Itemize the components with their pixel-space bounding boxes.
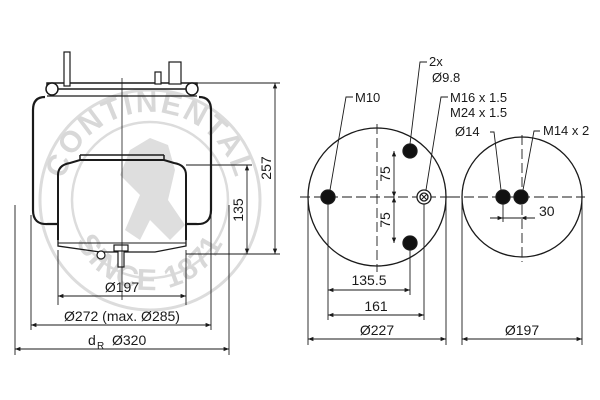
piston-dia-label: Ø197: [505, 322, 539, 338]
piston-spacing-label: 30: [539, 203, 555, 219]
piston-thread: [513, 189, 529, 205]
dim-135-5-label: 135.5: [351, 272, 386, 288]
height-total-label: 257: [258, 156, 274, 180]
side-view: [31, 51, 213, 300]
piston-thread-label: M14 x 2: [543, 123, 589, 138]
hole-dia-label: Ø9.8: [432, 70, 460, 85]
side-dia-piston-label: Ø197: [105, 279, 139, 295]
continental-watermark: CONTINENTAL SINCE 1871: [38, 86, 262, 312]
dia-roll-subscript: R: [97, 341, 104, 352]
dim-161-label: 161: [364, 298, 388, 314]
side-view-dimensions: [14, 82, 280, 355]
spacing-upper-label: 75: [377, 166, 393, 182]
spacing-lower-label: 75: [377, 212, 393, 228]
side-dia-bellow-label: Ø272 (max. Ø285): [64, 308, 180, 324]
piston-view: [450, 130, 585, 345]
watermark-bottom-text: SINCE 1871: [70, 228, 231, 297]
m16-label: M16 x 1.5: [450, 90, 507, 105]
hole-count-label: 2x: [429, 54, 443, 69]
upper-hole: [402, 143, 418, 159]
plate-dia-label: Ø227: [360, 322, 394, 338]
dia-roll-label: Ø320: [112, 332, 146, 348]
m10-stud-hole: [320, 189, 336, 205]
lower-hole: [402, 235, 418, 251]
m24-label: M24 x 1.5: [450, 105, 507, 120]
m10-label: M10: [355, 90, 380, 105]
dia-roll-prefix: d: [88, 332, 96, 348]
height-piston-label: 135: [230, 198, 246, 222]
piston-hole: [495, 189, 511, 205]
horse-icon: [120, 138, 185, 240]
top-plate-view: [300, 61, 460, 345]
air-fitting-icon: [416, 189, 432, 205]
piston-hole-label: Ø14: [455, 124, 480, 139]
